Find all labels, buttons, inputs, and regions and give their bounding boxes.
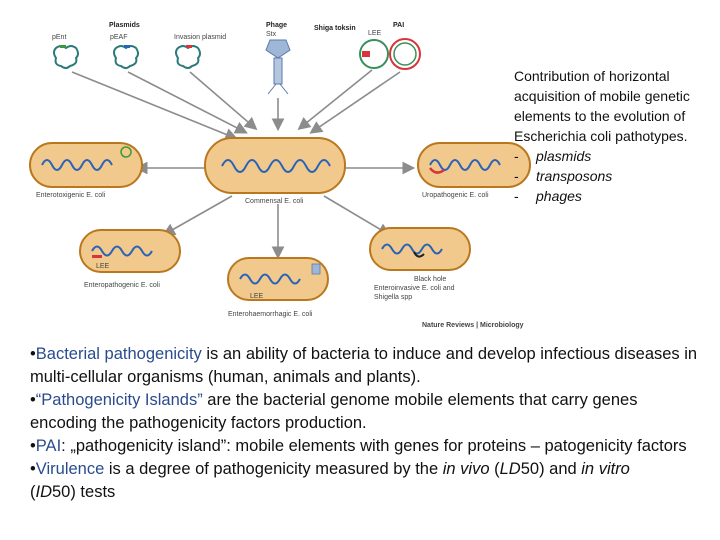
- caption-list-item: -phages: [514, 188, 582, 204]
- pai-label: LEE: [368, 30, 382, 37]
- caption-list-item: -transposons: [514, 168, 613, 184]
- phage-header: Phage: [266, 22, 287, 29]
- enterotoxigenic-ecoli-cell: [29, 142, 143, 188]
- plasmid-pent-icon: [53, 45, 79, 69]
- uropathogenic-label: Uropathogenic E. coli: [422, 192, 489, 199]
- lee-left-label: LEE: [96, 263, 110, 270]
- enterotoxigenic-label: Enterotoxigenic E. coli: [36, 192, 106, 199]
- enteroinvasive-label: Enteroinvasive E. coli and: [374, 285, 455, 292]
- note-pathogenicity: •Bacterial pathogenicity is an ability o…: [30, 345, 698, 386]
- caption-text: Contribution of horizontal acquisition o…: [514, 68, 690, 144]
- note-pathogenicity-islands: •“Pathogenicity Islands” are the bacteri…: [30, 391, 638, 432]
- plasmids-header: Plasmids: [109, 22, 140, 29]
- plasmid-label: Invasion plasmid: [174, 34, 226, 41]
- definition-notes: •Bacterial pathogenicity is an ability o…: [30, 343, 706, 504]
- figure-credit: Nature Reviews | Microbiology: [422, 322, 524, 329]
- caption-list-item: -plasmids: [514, 148, 592, 164]
- caption-list: -plasmids -transposons -phages: [514, 146, 714, 206]
- enterohaemorrhagic-label: Enterohaemorrhagic E. coli: [228, 311, 313, 318]
- shiga-toxin-label: Shiga toksin: [314, 25, 356, 32]
- enteropathogenic-ecoli-cell: [79, 229, 181, 273]
- transfer-arrows: [71, 69, 416, 260]
- black-hole-label: Black hole: [414, 276, 446, 283]
- lee-island-icon: [359, 39, 389, 69]
- figure-caption: Contribution of horizontal acquisition o…: [514, 66, 714, 206]
- pai-header: PAI: [393, 22, 404, 29]
- plasmid-label: pEnt: [52, 34, 66, 41]
- enterohaemorrhagic-ecoli-cell: [227, 257, 329, 301]
- enteroinvasive-ecoli-cell: [369, 227, 471, 271]
- uropathogenic-ecoli-cell: [417, 142, 531, 188]
- commensal-label: Commensal E. coli: [245, 198, 304, 205]
- lee-bottom-label: LEE: [250, 293, 264, 300]
- plasmid-label: pEAF: [110, 34, 128, 41]
- phage-icon: [265, 39, 291, 95]
- commensal-ecoli-cell: [204, 137, 346, 194]
- plasmid-peaf-icon: [113, 45, 139, 69]
- note-pai: •PAI: „pathogenicity island”: mobile ele…: [30, 437, 687, 455]
- invasion-plasmid-icon: [175, 45, 201, 69]
- pathotype-evolution-diagram: Plasmids Phage Stx Shiga toksin PAI pEnt…: [29, 22, 531, 329]
- enteroinvasive-label-2: Shigella spp: [374, 294, 412, 301]
- pai-island-icon: [389, 38, 421, 70]
- phage-sublabel: Stx: [266, 31, 277, 38]
- note-virulence: •Virulence is a degree of pathogenicity …: [30, 460, 630, 501]
- enteropathogenic-label: Enteropathogenic E. coli: [84, 282, 160, 289]
